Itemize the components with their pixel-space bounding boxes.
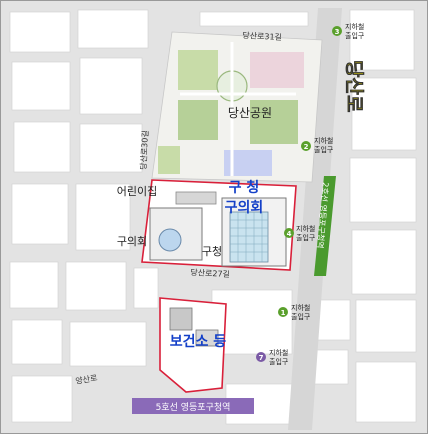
subway-exit-icon bbox=[278, 307, 288, 317]
health-center-annex bbox=[195, 329, 219, 347]
health-center-building bbox=[169, 307, 193, 331]
office-small-label: 구청 bbox=[202, 245, 222, 258]
subway-exit-number: 1 bbox=[281, 309, 286, 317]
office-big-label: 구 청 bbox=[229, 180, 260, 196]
subway-exit: 1 지하철 출입구 bbox=[278, 303, 311, 321]
council-small-label: 구의회 bbox=[117, 235, 147, 248]
subway-exit: 4 지하철 출입구 bbox=[284, 224, 316, 242]
road-label-top: 당산로31길 bbox=[242, 30, 282, 42]
subway-exit-label-bottom: 출입구 bbox=[291, 312, 311, 321]
road-label-left-vertical: 당산로30길 bbox=[138, 130, 150, 170]
road-label-bottom: 양산로 bbox=[75, 372, 98, 386]
subway-exit-number: 2 bbox=[304, 143, 309, 151]
subway-exit-label-top: 지하철 bbox=[291, 303, 310, 312]
office-building bbox=[221, 197, 287, 267]
subway-exit: 3 지하철 출입구 bbox=[332, 22, 365, 40]
health-center-label: 보건소 등 bbox=[170, 333, 227, 350]
subway-exit-number: 4 bbox=[287, 230, 292, 238]
park-area bbox=[151, 31, 323, 183]
subway-exit-label-top: 지하철 bbox=[296, 224, 315, 233]
subway-exit-label-top: 지하철 bbox=[269, 348, 288, 357]
daycare-label: 어린이집 bbox=[117, 185, 157, 198]
line2-station-band bbox=[314, 176, 336, 276]
subway-exit-icon bbox=[284, 228, 294, 238]
subway-exit-icon bbox=[301, 141, 311, 151]
line5-station-band bbox=[132, 398, 254, 414]
subway-exit-icon bbox=[332, 26, 342, 36]
subway-exit-number: 3 bbox=[335, 28, 340, 36]
council-building bbox=[149, 207, 203, 261]
subway-exit-label-bottom: 출입구 bbox=[314, 145, 334, 154]
council-big-label: 구의회 bbox=[225, 199, 264, 216]
park-label: 당산공원 bbox=[228, 106, 272, 120]
city-blocks bbox=[9, 9, 417, 425]
daycare-building bbox=[175, 191, 217, 205]
line5-station-label: 5호선 영등포구청역 bbox=[156, 402, 231, 413]
subway-exit: 2 지하철 출입구 bbox=[301, 136, 334, 154]
subway-exit-number: 7 bbox=[259, 354, 264, 362]
major-road-label: 당산로 bbox=[343, 60, 365, 112]
subway-exit-icon bbox=[256, 352, 266, 362]
subway-exit-label-bottom: 출입구 bbox=[345, 31, 365, 40]
major-road-surface bbox=[288, 8, 342, 430]
road-label-middle: 당산로27길 bbox=[190, 267, 230, 279]
subway-exit-label-top: 지하철 bbox=[314, 136, 333, 145]
subway-exit: 7 지하철 출입구 bbox=[256, 348, 289, 366]
subway-exit-label-top: 지하철 bbox=[345, 22, 364, 31]
subway-exit-label-bottom: 출입구 bbox=[269, 357, 289, 366]
subway-exit-label-bottom: 출입구 bbox=[296, 233, 316, 242]
